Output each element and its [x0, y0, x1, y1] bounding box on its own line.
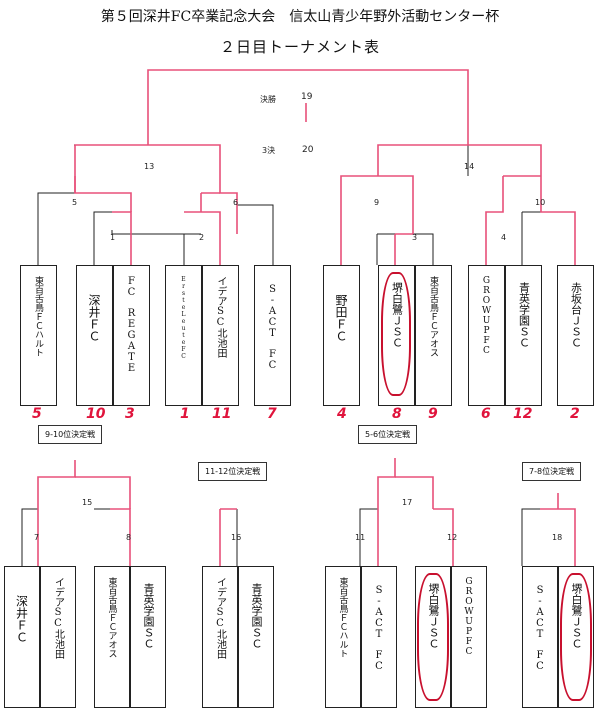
team-box: イデアSC北池田 [40, 566, 76, 708]
highlight-circle [560, 573, 592, 701]
team-box: 東百舌鳥ＦＣハルト [20, 265, 57, 406]
seed-number: 9 [428, 406, 438, 422]
team-box: 青英学園ＳＣ [238, 566, 274, 708]
match-13-label: 13 [144, 162, 155, 171]
match-1-label: 1 [110, 233, 116, 242]
team-box: 青英学園ＳＣ [130, 566, 166, 708]
match-7-label: 7 [34, 533, 40, 542]
seed-number: 6 [481, 406, 491, 422]
seed-number: 12 [513, 406, 533, 422]
team-box: S-ACT FC [522, 566, 558, 708]
match-15-label: 15 [82, 498, 93, 507]
match-8-label: 8 [126, 533, 132, 542]
match-14-label: 14 [464, 162, 475, 171]
team-box: S-ACT FC [361, 566, 397, 708]
seed-number: 8 [392, 406, 402, 422]
match-6-label: 6 [233, 198, 239, 207]
match-16-label: 16 [231, 533, 242, 542]
bracket-subtitle: ２日目トーナメント表 [219, 38, 380, 56]
match-3-label: 3 [412, 233, 418, 242]
team-box: GROWUPFC [451, 566, 487, 708]
highlight-circle [417, 573, 449, 701]
highlight-circle [381, 272, 411, 396]
team-box: FC REGATE [113, 265, 150, 406]
placement-7-8-label: 7-8位決定戦 [522, 462, 582, 481]
team-box: 東百舌鳥ＦＣアオス [94, 566, 130, 708]
seed-number: 7 [267, 406, 277, 422]
team-box: 深井ＦＣ [76, 265, 113, 406]
match-19-label: 19 [301, 92, 313, 102]
team-box: イデアSC北池田 [202, 265, 239, 406]
team-box: S-ACT FC [254, 265, 291, 406]
match-5-label: 5 [72, 198, 78, 207]
match-11-label: 11 [355, 533, 366, 542]
team-box: 東百舌鳥ＦＣアオス [415, 265, 452, 406]
seed-number: 5 [32, 406, 42, 422]
placement-9-10-label: 9-10位決定戦 [38, 425, 103, 444]
team-box: 野田ＦＣ [323, 265, 360, 406]
team-box: 東百舌鳥ＦＣハルト [325, 566, 361, 708]
seed-number: 3 [125, 406, 135, 422]
match-12-label: 12 [447, 533, 458, 542]
match-10-label: 10 [535, 198, 546, 207]
team-box: 青英学園ＳＣ [505, 265, 542, 406]
tournament-title: 第５回深井FC卒業記念大会 信太山青少年野外活動センター杯 [100, 9, 500, 25]
team-box: 深井ＦＣ [4, 566, 40, 708]
placement-5-6-label: 5-6位決定戦 [358, 425, 418, 444]
team-box: 赤坂台ＪＳＣ [557, 265, 594, 406]
match-2-label: 2 [199, 233, 205, 242]
team-box: ErsteLeuteFC [165, 265, 202, 406]
seed-number: 1 [180, 406, 190, 422]
seed-number: 10 [86, 406, 106, 422]
match-20-label: 20 [302, 145, 314, 155]
team-box: GROWUPFC [468, 265, 505, 406]
placement-11-12-label: 11-12位決定戦 [198, 462, 268, 481]
match-4-label: 4 [501, 233, 507, 242]
third-place-label: 3決 [262, 146, 276, 155]
seed-number: 4 [337, 406, 347, 422]
match-17-label: 17 [402, 498, 413, 507]
seed-number: 11 [212, 406, 232, 422]
match-9-label: 9 [374, 198, 380, 207]
team-box: イデアSC北池田 [202, 566, 238, 708]
seed-number: 2 [570, 406, 580, 422]
final-label: 決勝 [260, 95, 276, 104]
match-18-label: 18 [552, 533, 563, 542]
